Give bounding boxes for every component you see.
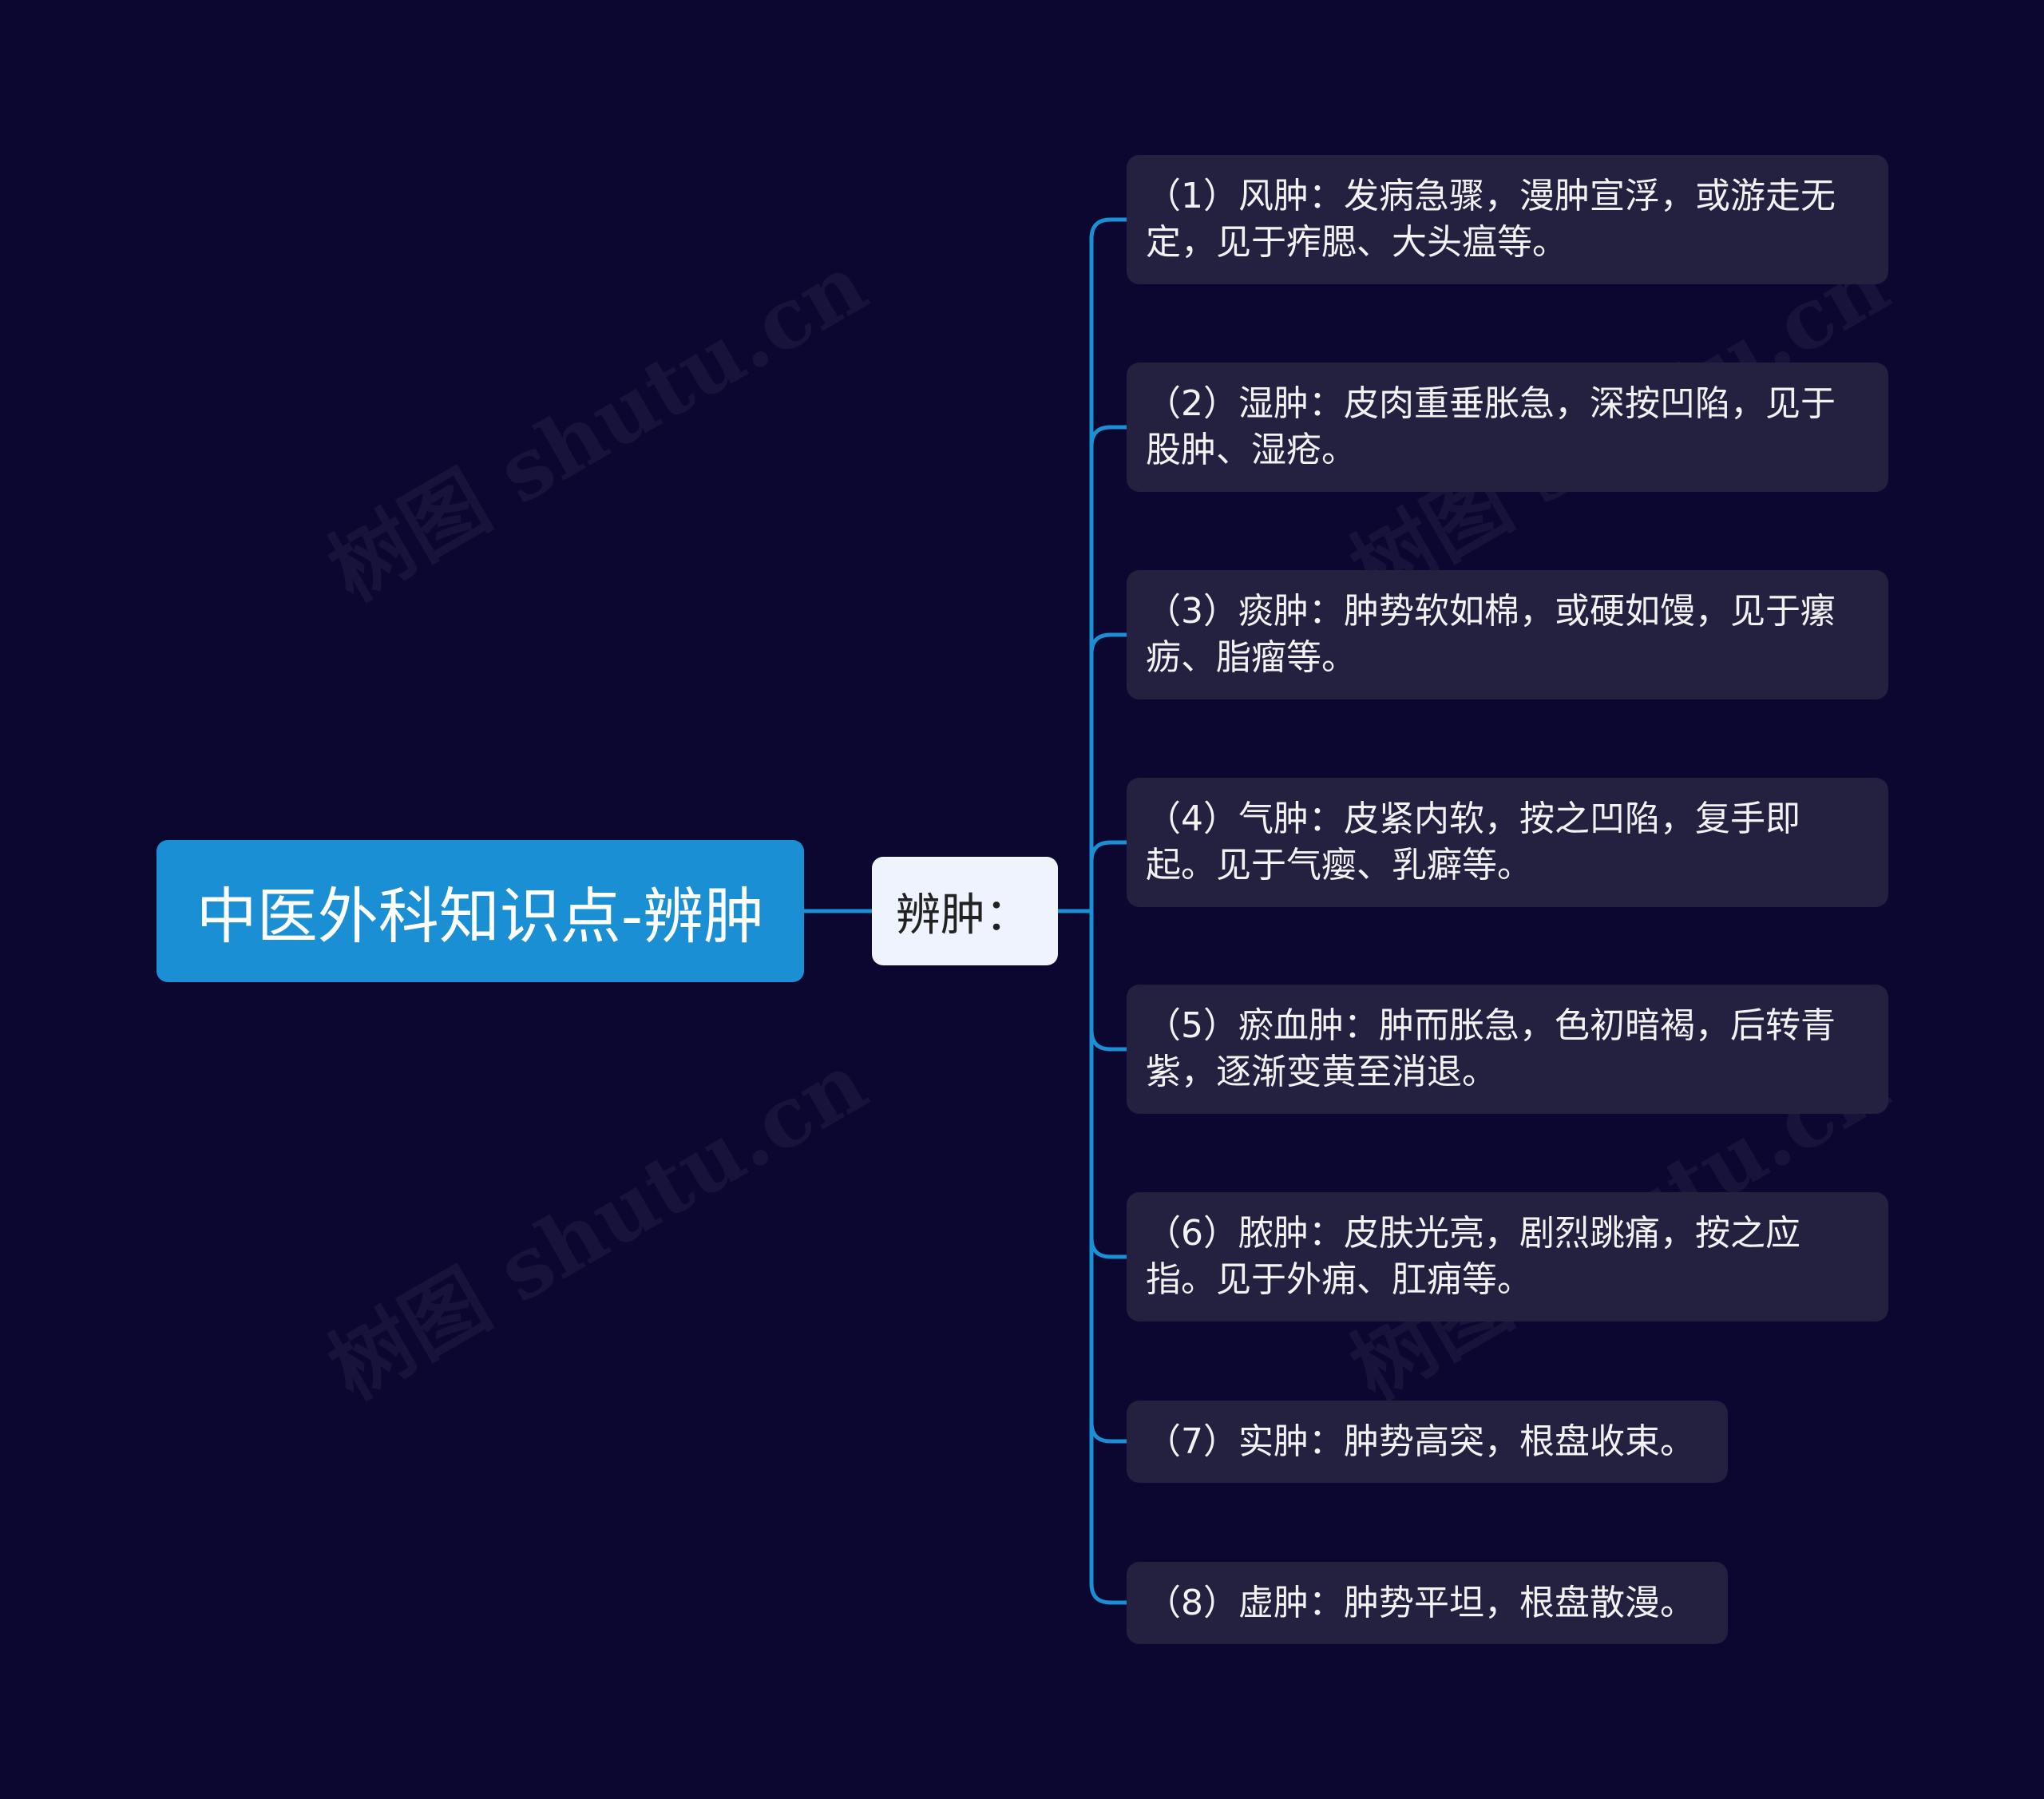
leaf-text: （3）痰肿：肿势软如棉，或硬如馒，见于瘰疬、脂瘤等。 bbox=[1146, 591, 1836, 678]
leaf-node-4[interactable]: （4）气肿：皮紧内软，按之凹陷，复手即起。见于气瘿、乳癖等。 bbox=[1127, 778, 1888, 907]
leaf-connector-1 bbox=[1089, 217, 1129, 913]
leaf-node-2[interactable]: （2）湿肿：皮肉重垂胀急，深按凹陷，见于股肿、湿疮。 bbox=[1127, 363, 1888, 492]
leaf-node-6[interactable]: （6）脓肿：皮肤光亮，剧烈跳痛，按之应指。见于外痈、肛痈等。 bbox=[1127, 1192, 1888, 1322]
leaf-connector-4 bbox=[1089, 840, 1129, 913]
root-node[interactable]: 中医外科知识点-辨肿 bbox=[156, 840, 804, 982]
leaf-node-3[interactable]: （3）痰肿：肿势软如棉，或硬如馒，见于瘰疬、脂瘤等。 bbox=[1127, 570, 1888, 699]
leaf-text: （5）瘀血肿：肿而胀急，色初暗褐，后转青紫，逐渐变黄至消退。 bbox=[1146, 1005, 1836, 1092]
leaf-node-8[interactable]: （8）虚肿：肿势平坦，根盘散漫。 bbox=[1127, 1562, 1728, 1644]
root-title: 中医外科知识点-辨肿 bbox=[196, 881, 765, 952]
leaf-text: （8）虚肿：肿势平坦，根盘散漫。 bbox=[1146, 1582, 1695, 1623]
leaf-node-5[interactable]: （5）瘀血肿：肿而胀急，色初暗褐，后转青紫，逐渐变黄至消退。 bbox=[1127, 985, 1888, 1114]
leaf-text: （1）风肿：发病急骤，漫肿宣浮，或游走无定，见于痄腮、大头瘟等。 bbox=[1146, 176, 1836, 263]
leaf-node-1[interactable]: （1）风肿：发病急骤，漫肿宣浮，或游走无定，见于痄腮、大头瘟等。 bbox=[1127, 155, 1888, 284]
leaf-connector-5 bbox=[1089, 909, 1129, 1052]
leaf-node-7[interactable]: （7）实肿：肿势高突，根盘收束。 bbox=[1127, 1401, 1728, 1483]
leaf-connector-2 bbox=[1089, 425, 1129, 913]
branch-node[interactable]: 辨肿： bbox=[872, 857, 1058, 965]
branch-label: 辨肿： bbox=[896, 889, 1030, 941]
leaf-text: （4）气肿：皮紧内软，按之凹陷，复手即起。见于气瘿、乳癖等。 bbox=[1146, 798, 1800, 886]
leaf-connector-6 bbox=[1089, 909, 1129, 1259]
leaf-text: （2）湿肿：皮肉重垂胀急，深按凹陷，见于股肿、湿疮。 bbox=[1146, 383, 1836, 470]
leaf-connector-7 bbox=[1089, 909, 1129, 1444]
leaf-text: （7）实肿：肿势高突，根盘收束。 bbox=[1146, 1421, 1695, 1462]
leaf-text: （6）脓肿：皮肤光亮，剧烈跳痛，按之应指。见于外痈、肛痈等。 bbox=[1146, 1213, 1800, 1300]
leaf-connector-3 bbox=[1089, 632, 1129, 913]
leaf-connector-8 bbox=[1089, 909, 1129, 1605]
